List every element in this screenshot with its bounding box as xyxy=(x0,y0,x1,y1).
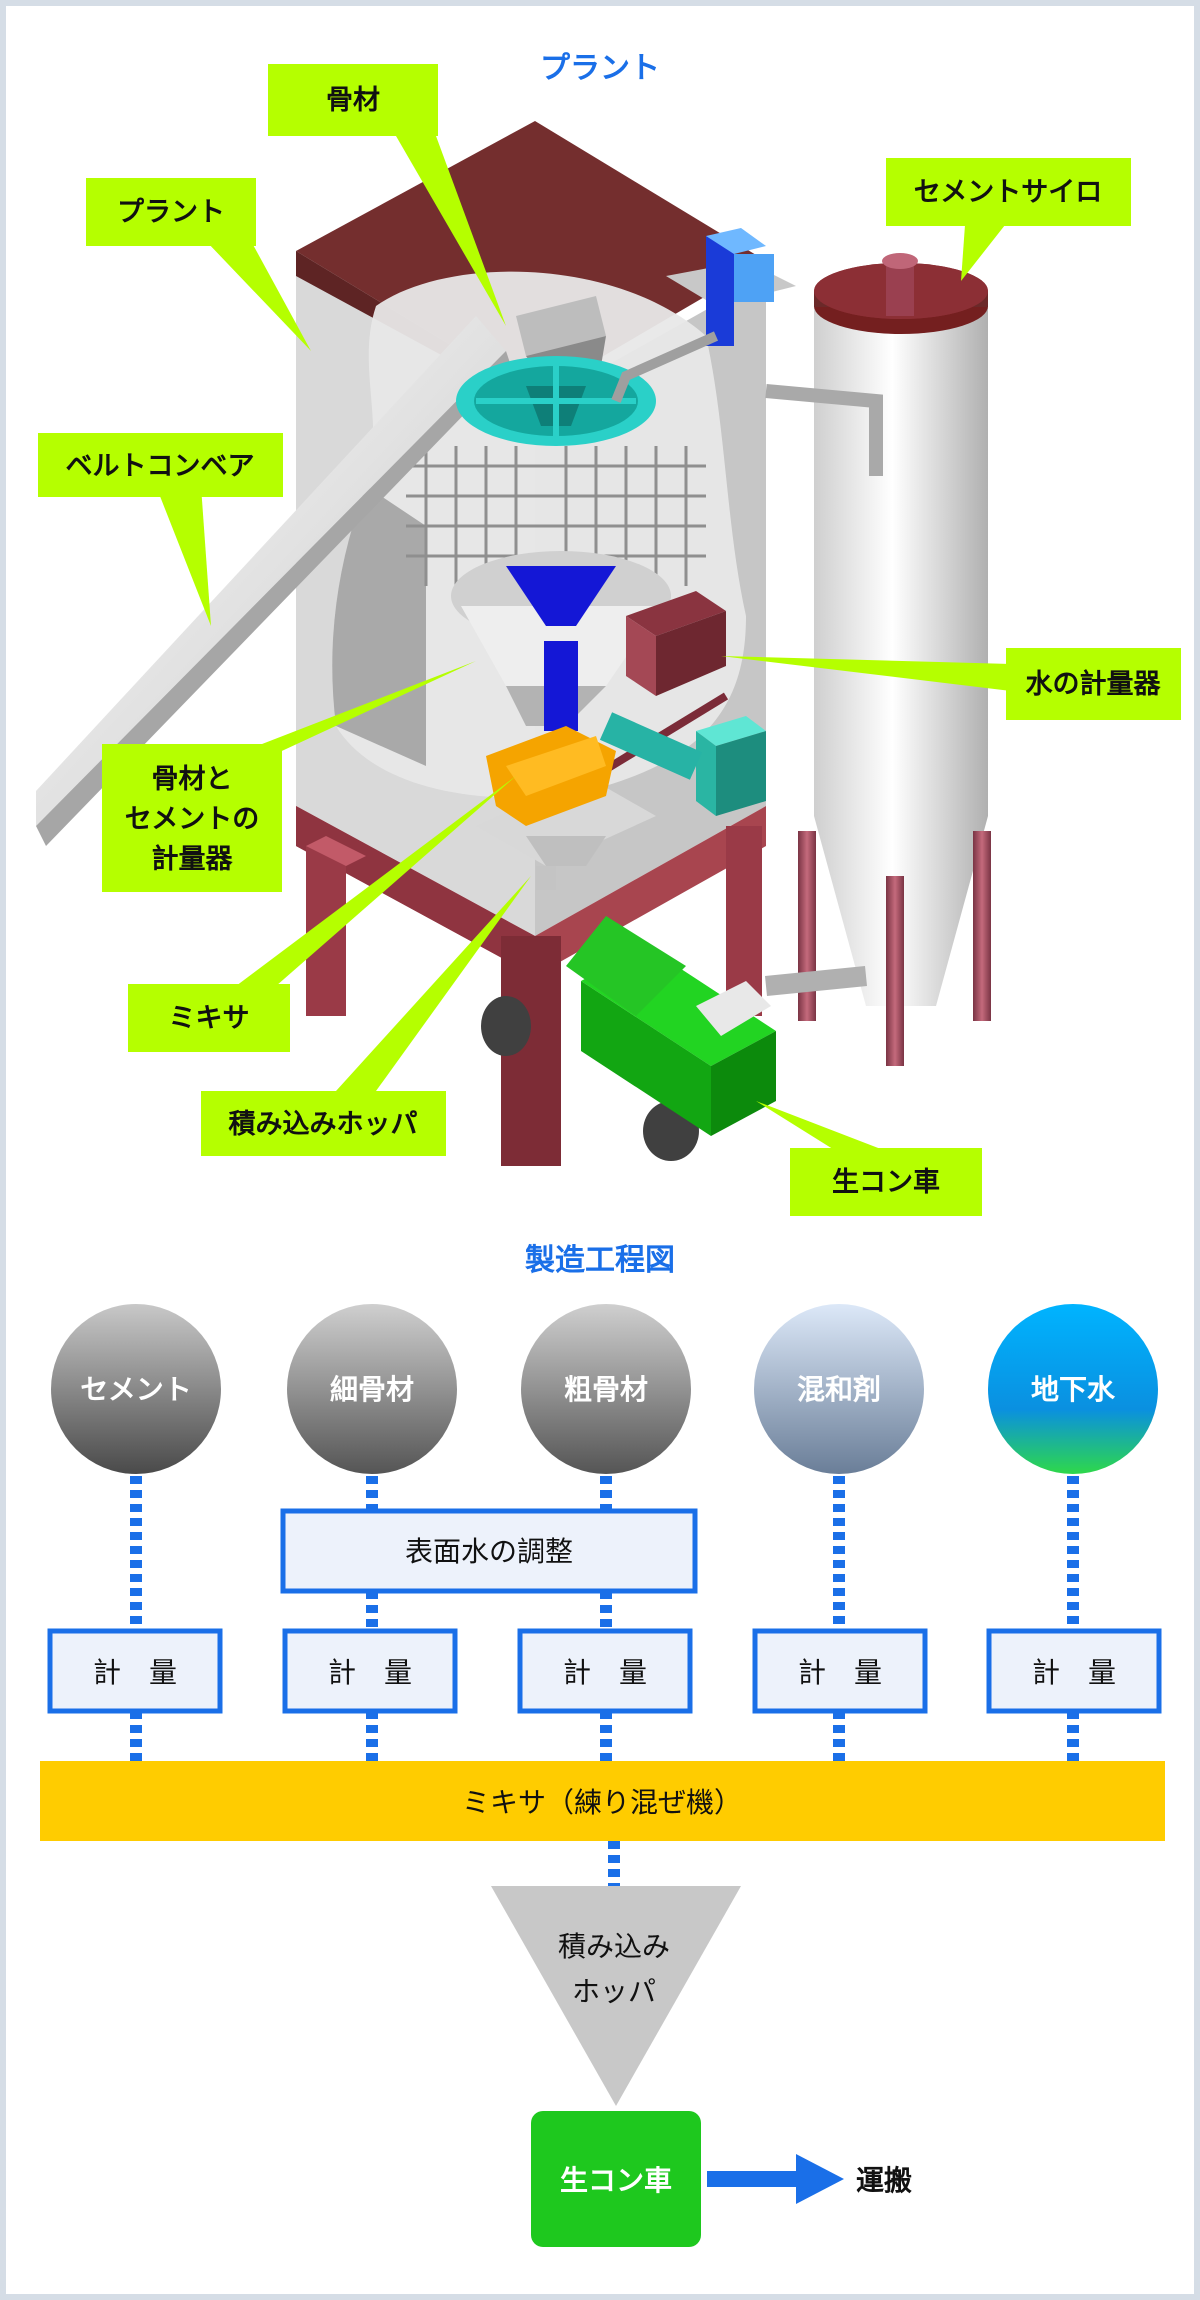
belt-conveyor xyxy=(36,316,511,846)
material-admixture-label: 混和剤 xyxy=(797,1373,881,1406)
measure-box-groundwater: 計 量 xyxy=(986,1628,1162,1714)
callout-water-meter: 水の計量器 xyxy=(721,648,1181,720)
material-cement: セメント xyxy=(51,1304,221,1474)
surface-water-box: 表面水の調整 xyxy=(280,1508,698,1594)
callout-belt-conveyor-label: ベルトコンベア xyxy=(66,451,255,482)
callout-cement-silo: セメントサイロ xyxy=(886,158,1131,281)
diagram-canvas: プラント xyxy=(36,51,1181,2247)
material-groundwater-label: 地下水 xyxy=(1031,1373,1116,1406)
mixer-label: ミキサ（練り混ぜ機） xyxy=(462,1786,742,1819)
hopper-label-line2: ホッパ xyxy=(572,1975,656,2008)
hopper-label-line1: 積み込み xyxy=(558,1930,670,1963)
callout-mixer: ミキサ xyxy=(128,776,516,1052)
material-coarse-aggregate-label: 粗骨材 xyxy=(564,1373,648,1406)
material-cement-label: セメント xyxy=(80,1373,191,1406)
measure-box-admixture: 計 量 xyxy=(752,1628,928,1714)
hopper-triangle: 積み込み ホッパ xyxy=(491,1886,741,2106)
transport-arrow xyxy=(707,2154,844,2204)
callout-loading-hopper-label: 積み込みホッパ xyxy=(229,1109,418,1140)
material-fine-aggregate-label: 細骨材 xyxy=(330,1373,414,1406)
callout-truck-label: 生コン車 xyxy=(832,1167,940,1198)
truck-box: 生コン車 xyxy=(531,2111,701,2247)
callout-plant-label: プラント xyxy=(117,197,225,228)
measure-box-coarse-aggregate: 計 量 xyxy=(517,1628,693,1714)
material-groundwater: 地下水 xyxy=(988,1304,1158,1474)
material-coarse-aggregate: 粗骨材 xyxy=(521,1304,691,1474)
concrete-truck xyxy=(481,916,776,1161)
plant-title: プラント xyxy=(540,51,660,86)
callout-mixer-label: ミキサ xyxy=(169,1003,250,1034)
callout-agg-cement-meter-line2: セメントの xyxy=(125,804,259,835)
measure-label: 計 量 xyxy=(328,1656,412,1689)
transport-label: 運搬 xyxy=(856,2164,912,2197)
water-pump-unit xyxy=(611,228,796,403)
callout-agg-cement-meter-line3: 計量器 xyxy=(152,843,234,875)
callout-loading-hopper: 積み込みホッパ xyxy=(201,876,531,1156)
process-connectors xyxy=(130,1476,1079,1886)
material-fine-aggregate: 細骨材 xyxy=(287,1304,457,1474)
callout-cement-silo-label: セメントサイロ xyxy=(914,177,1102,208)
aggregate-feeder xyxy=(456,296,656,446)
measure-box-fine-aggregate: 計 量 xyxy=(282,1628,458,1714)
truck-box-label: 生コン車 xyxy=(560,2164,672,2197)
measure-box-cement: 計 量 xyxy=(47,1628,223,1714)
measure-label: 計 量 xyxy=(563,1656,647,1689)
callout-aggregate-label: 骨材 xyxy=(326,85,380,116)
surface-water-label: 表面水の調整 xyxy=(405,1535,573,1568)
material-admixture: 混和剤 xyxy=(754,1304,924,1474)
callout-water-meter-label: 水の計量器 xyxy=(1026,668,1162,700)
meters-and-mixer xyxy=(451,551,766,890)
callout-truck: 生コン車 xyxy=(756,1101,982,1216)
process-title: 製造工程図 xyxy=(525,1243,675,1278)
callout-plant: プラント xyxy=(86,178,311,351)
callout-aggregate: 骨材 xyxy=(268,64,506,326)
callout-agg-cement-meter: 骨材と セメントの 計量器 xyxy=(102,661,476,892)
mixer-band: ミキサ（練り混ぜ機） xyxy=(40,1761,1165,1841)
callout-belt-conveyor: ベルトコンベア xyxy=(38,433,283,626)
measure-label: 計 量 xyxy=(93,1656,177,1689)
measure-label: 計 量 xyxy=(1032,1656,1116,1689)
cement-silo xyxy=(765,253,991,1066)
callout-agg-cement-meter-line1: 骨材と xyxy=(152,764,233,795)
measure-label: 計 量 xyxy=(798,1656,882,1689)
